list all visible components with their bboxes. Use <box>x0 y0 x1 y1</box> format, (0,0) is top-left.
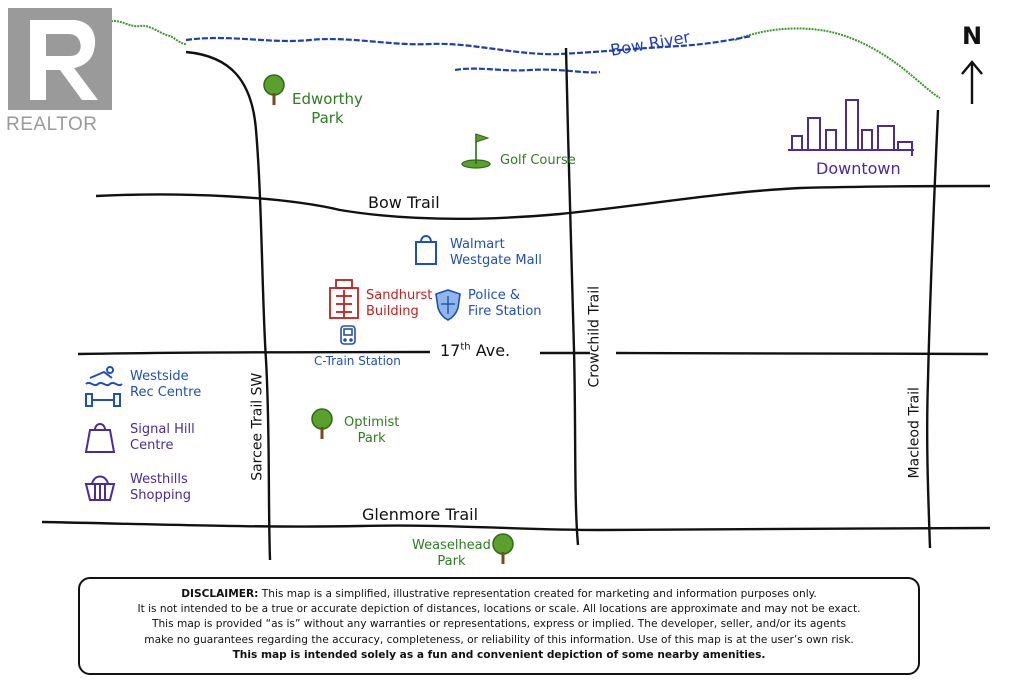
realtor-r-mark <box>8 8 112 110</box>
train-icon <box>340 325 356 345</box>
label-westhills: Westhills Shopping <box>130 472 191 505</box>
swimmer-icon <box>85 366 123 387</box>
road-17th-ave-east <box>615 351 989 356</box>
disclaimer-heading: DISCLAIMER: <box>181 588 259 600</box>
road-label-macleod-trail: Macleod Trail <box>906 387 923 479</box>
label-signal-hill: Signal Hill Centre <box>130 422 195 455</box>
road-crowchild-trail <box>564 47 580 546</box>
label-westside-line1: Westside <box>130 369 189 384</box>
disclaimer-box: DISCLAIMER: This map is a simplified, il… <box>78 577 920 675</box>
river-line-lower <box>454 67 601 74</box>
label-walmart: Walmart Westgate Mall <box>450 237 542 270</box>
label-weaselhead-park: Weaselhead Park <box>412 538 491 571</box>
road-label-17th-suffix-sup: th <box>460 341 471 353</box>
road-label-17th-ave: 17th Ave. <box>440 341 510 361</box>
road-sarcee-trail <box>185 50 272 561</box>
north-arrow-icon <box>961 60 983 104</box>
tree-icon <box>492 533 514 564</box>
road-label-17th-number: 17 <box>440 341 461 360</box>
realtor-logo: REALTOR <box>6 8 118 136</box>
tree-icon <box>263 74 285 105</box>
label-westside-rec: Westside Rec Centre <box>130 369 201 402</box>
shopping-bag-icon <box>415 235 437 265</box>
river-line <box>185 34 753 56</box>
label-westhills-line2: Shopping <box>130 488 192 504</box>
dumbbell-icon <box>85 393 121 407</box>
river-bank-left <box>107 20 187 45</box>
road-label-glenmore-trail: Glenmore Trail <box>362 505 479 524</box>
skyline-icon <box>788 99 914 156</box>
golf-flag-icon <box>461 133 491 169</box>
label-westside-line2: Rec Centre <box>130 385 202 401</box>
tree-icon <box>311 408 333 439</box>
label-golf-course: Golf Course <box>500 153 576 168</box>
label-sandhurst-line1: Sandhurst <box>366 288 433 303</box>
compass: N <box>958 22 988 112</box>
label-police-line1: Police & <box>468 288 520 303</box>
label-optimist-park: Optimist Park <box>344 415 399 448</box>
label-police-fire: Police & Fire Station <box>468 288 542 321</box>
road-label-bow-trail: Bow Trail <box>368 193 440 212</box>
label-police-line2: Fire Station <box>468 304 542 320</box>
label-optimist-line2: Park <box>357 431 386 447</box>
north-label: N <box>962 22 983 50</box>
label-walmart-line1: Walmart <box>450 237 505 252</box>
label-weaselhead-line2: Park <box>437 554 466 570</box>
river-bank-right <box>734 27 941 99</box>
label-signal-hill-line2: Centre <box>130 438 174 454</box>
label-edworthy-line1: Edworthy <box>292 90 363 108</box>
label-optimist-line1: Optimist <box>344 415 400 430</box>
label-signal-hill-line1: Signal Hill <box>130 422 195 437</box>
basket-icon <box>84 475 116 501</box>
building-icon <box>329 279 359 319</box>
road-macleod-trail <box>925 109 940 549</box>
realtor-logo-text: REALTOR <box>6 114 98 135</box>
road-label-crowchild-trail: Crowchild Trail <box>586 285 603 388</box>
disclaimer-line-2: It is not intended to be a true or accur… <box>137 603 861 616</box>
disclaimer-line-5: This map is intended solely as a fun and… <box>232 648 766 661</box>
label-weaselhead-line1: Weaselhead <box>412 538 491 553</box>
disclaimer-line-3: This map is provided “as is” without any… <box>151 618 846 631</box>
road-label-sarcee-trail: Sarcee Trail SW <box>249 372 266 481</box>
shield-icon <box>435 289 461 321</box>
label-westhills-line1: Westhills <box>130 472 188 487</box>
label-sandhurst-line2: Building <box>366 304 419 320</box>
road-glenmore-trail <box>41 520 991 532</box>
label-walmart-line2: Westgate Mall <box>450 253 542 269</box>
road-label-17th-ave-word: Ave. <box>470 341 511 360</box>
label-downtown: Downtown <box>816 159 901 178</box>
shopping-bag-icon <box>84 423 116 453</box>
label-ctrain: C-Train Station <box>314 354 401 368</box>
disclaimer-line1-text: This map is a simplified, illustrative r… <box>258 588 817 600</box>
disclaimer-line-1: DISCLAIMER: This map is a simplified, il… <box>80 587 918 602</box>
road-17th-ave-west <box>77 350 431 356</box>
label-edworthy-park: Edworthy Park <box>292 90 363 128</box>
disclaimer-line-4: make no guarantees regarding the accurac… <box>144 633 854 646</box>
label-edworthy-line2: Park <box>311 108 344 127</box>
road-bow-trail <box>95 184 991 221</box>
label-sandhurst: Sandhurst Building <box>366 288 432 321</box>
